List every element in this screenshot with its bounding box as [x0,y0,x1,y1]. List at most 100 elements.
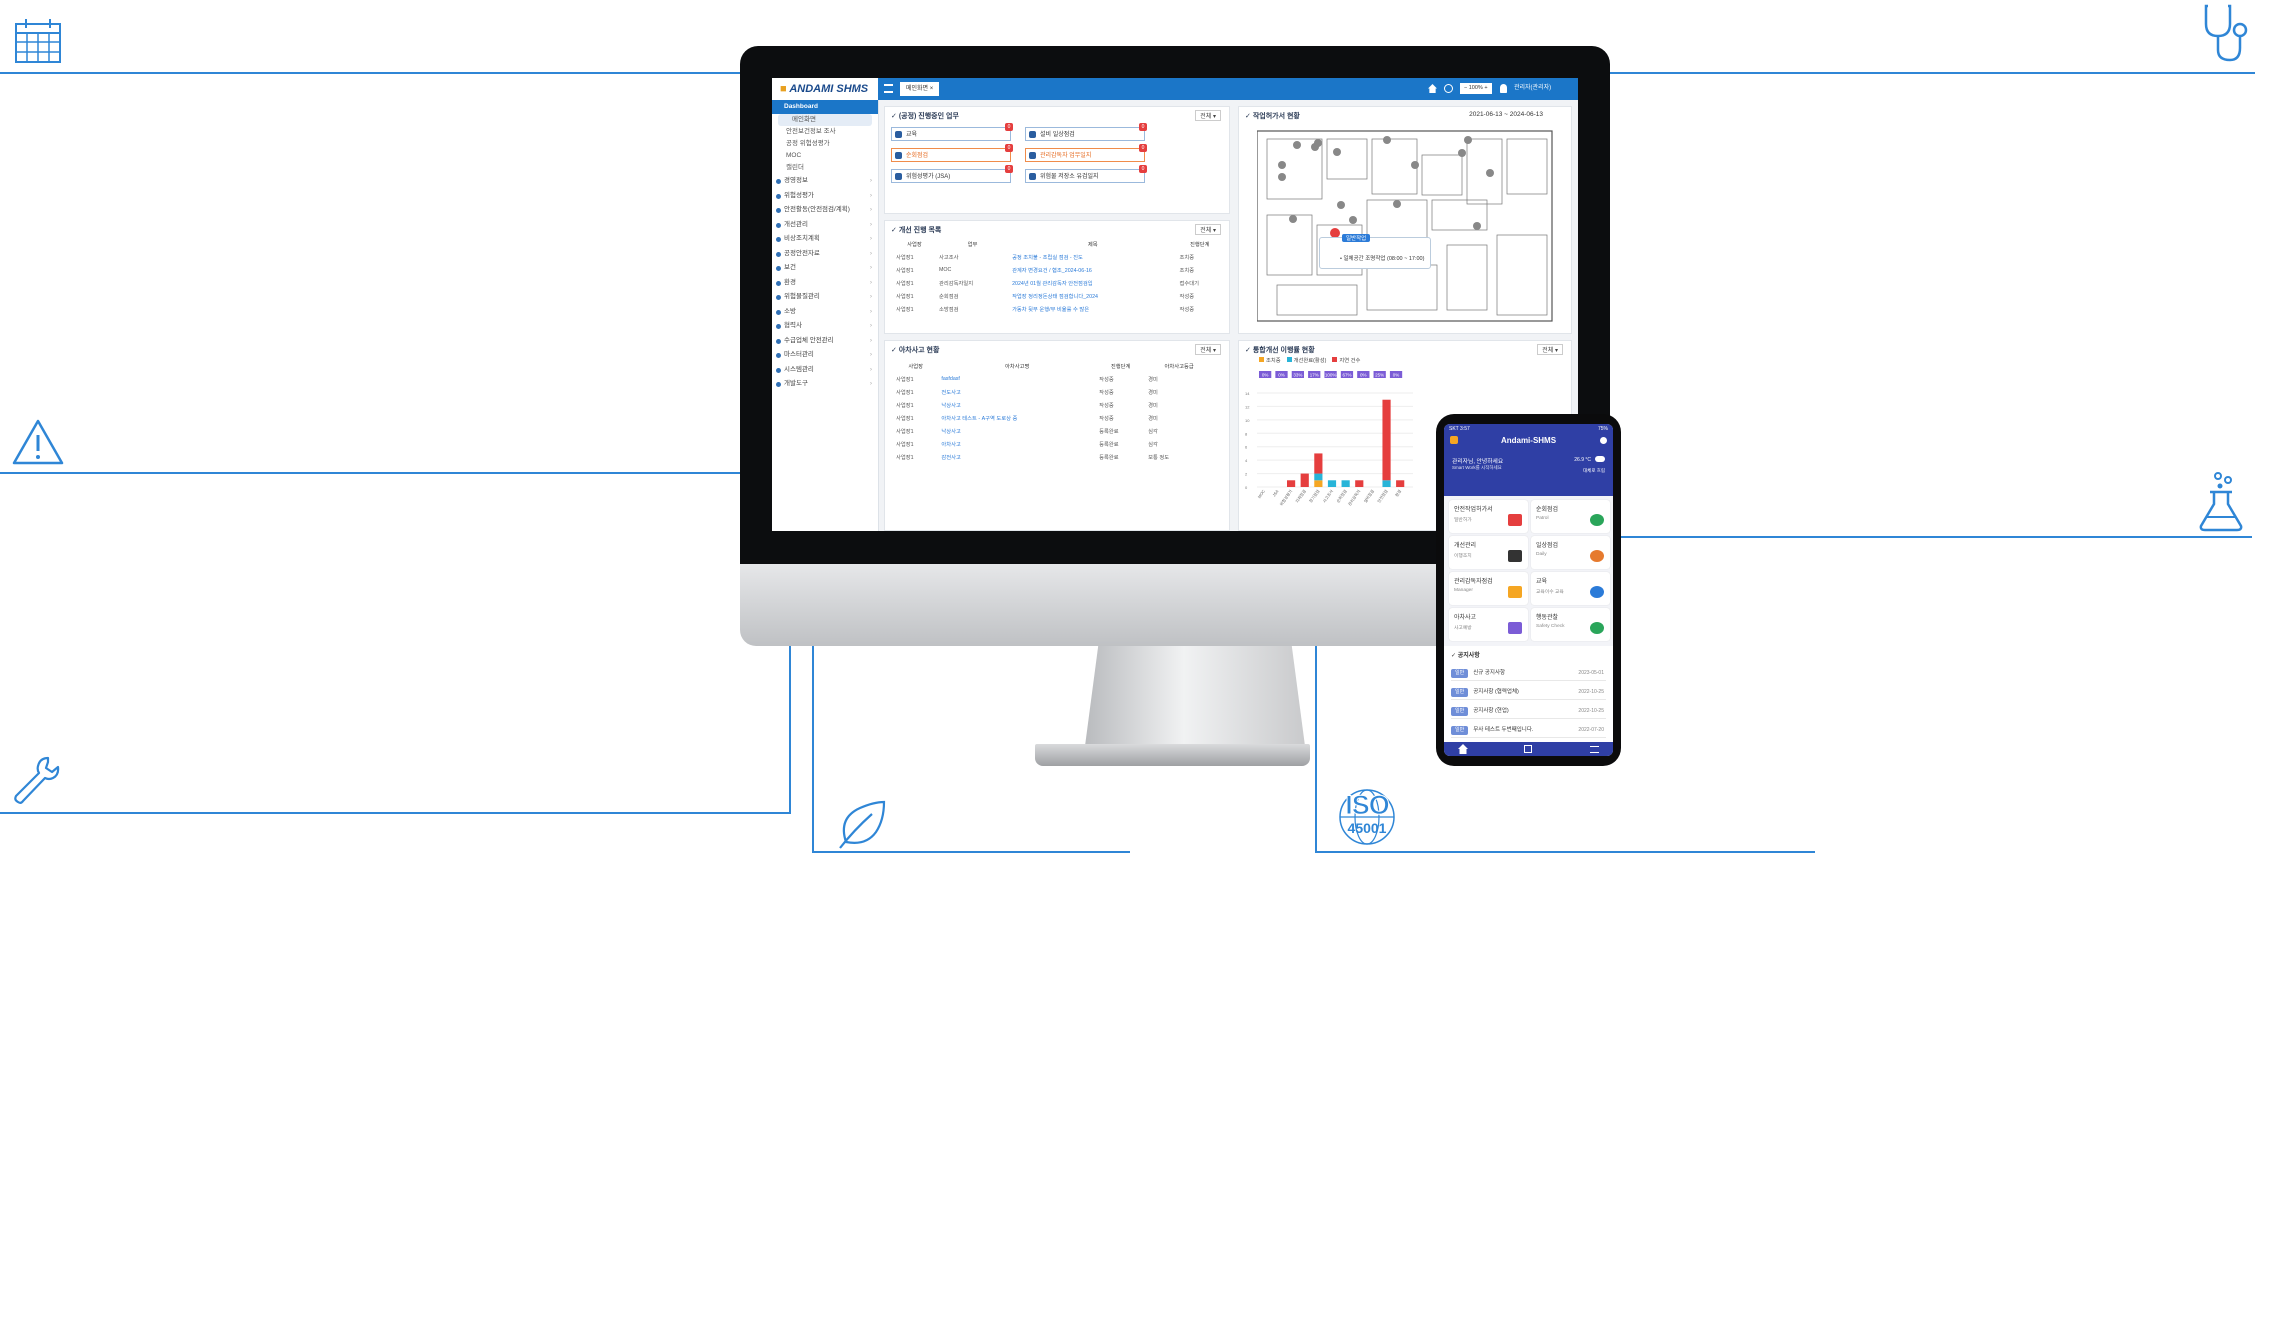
app-logo[interactable]: ■ ANDAMI SHMS [772,78,878,100]
qr-icon[interactable] [1524,745,1532,753]
sidebar-item[interactable]: 시스템관리› [772,363,878,378]
near-miss-filter-select[interactable]: 전체 ▾ [1195,344,1221,355]
table-cell: 사업장1 [896,280,914,287]
sidebar-item[interactable]: 개발도구› [772,377,878,392]
sidebar-item[interactable]: 위험물질관리› [772,290,878,305]
home-icon[interactable] [1428,84,1437,93]
sidebar-subitem[interactable]: 공정 위험성평가 [786,140,830,147]
sidebar-item[interactable]: 마스터관리› [772,348,878,363]
sidebar-item[interactable]: 위험성평가› [772,189,878,204]
table-cell: 경미 [1148,415,1158,422]
home-icon[interactable] [1458,744,1468,754]
tab-main[interactable]: 메인화면 × [900,82,940,96]
menu-toggle-icon[interactable] [884,84,893,93]
card-title: 일상점검 [1536,543,1559,549]
table-cell: 관계자 변경요건 / 협조_2024-06-16 [1012,267,1092,274]
sidebar-item[interactable]: 소방› [772,305,878,320]
notice-date: 2022-10-25 [1578,708,1604,714]
sidebar-item[interactable]: 비상조치계획› [772,232,878,247]
table-cell: 사업장1 [896,402,914,409]
connector-line-leaf-h [812,851,1130,853]
menu-icon[interactable] [1450,436,1458,444]
connector-line-top-left [0,72,745,74]
sidebar-item[interactable]: 수급업체 안전관리› [772,334,878,349]
bottom-nav [1444,742,1613,756]
menu-dot-icon [776,295,781,300]
zoom-control[interactable]: − 100% + [1460,83,1492,94]
sidebar-subitem[interactable]: 캘린더 [786,164,804,171]
rate-label: 0% [1262,373,1269,378]
menu-dot-icon [776,382,781,387]
y-tick-label: 12 [1245,404,1250,409]
improvement-filter-select[interactable]: 전체 ▾ [1195,224,1221,235]
sidebar-item[interactable]: 협력사› [772,319,878,334]
legend-label: 조치중 [1266,358,1281,364]
panel-title: ✓ 통합개선 이행률 현황 [1245,347,1315,354]
profile-icon[interactable] [1600,437,1607,444]
x-tick-label: 설비점검 [1362,488,1376,504]
globe-icon[interactable] [1444,84,1453,93]
sidebar-subitem[interactable]: MOC [786,152,802,159]
user-name[interactable]: 관리자(관리자) [1514,85,1552,91]
sidebar-item-label: 시스템관리 [784,365,814,373]
floor-plan-map[interactable] [1257,125,1557,325]
sidebar-item[interactable]: 안전활동(안전점검/계획)› [772,203,878,218]
tasks-filter-select[interactable]: 전체 ▾ [1195,110,1221,121]
chart-filter-select[interactable]: 전체 ▾ [1537,344,1563,355]
menu-icon[interactable] [1590,746,1599,753]
sidebar-item[interactable]: 공정안전자료› [772,247,878,262]
menu-dot-icon [776,309,781,315]
task-button[interactable]: 위험성평가 (JSA)0 [891,165,1013,183]
bell-icon[interactable] [1500,84,1507,93]
permit-popup-text: • 일체공간 조명작업 (08:00 ~ 17:00) [1340,256,1425,262]
permit-popup[interactable]: 일반작업 • 일체공간 조명작업 (08:00 ~ 17:00) [1319,234,1431,269]
date-range[interactable]: 2021-06-13 ~ 2024-06-13 [1469,111,1543,118]
sidebar-subitem[interactable]: 메인화면 [778,114,872,126]
sidebar-item[interactable]: 보건› [772,261,878,276]
wrench-icon [14,756,60,804]
sidebar-subitem[interactable]: 안전보건정보 조사 [786,128,836,135]
sidebar-dashboard[interactable]: Dashboard [772,100,878,114]
table-cell: 사업장1 [896,267,914,274]
connector-line-wrench-v [789,646,791,814]
table-cell: 경미 [1148,402,1158,409]
sidebar-item[interactable]: 개선관리› [772,218,878,233]
table-cell: 사업장1 [896,376,914,383]
bar-조치중 [1314,480,1323,487]
sidebar-item[interactable]: 경영정보› [772,174,878,189]
table-cell: 사업장1 [896,254,914,261]
sidebar-item[interactable]: 환경› [772,276,878,291]
notice-tag: 일반 [1451,669,1469,678]
